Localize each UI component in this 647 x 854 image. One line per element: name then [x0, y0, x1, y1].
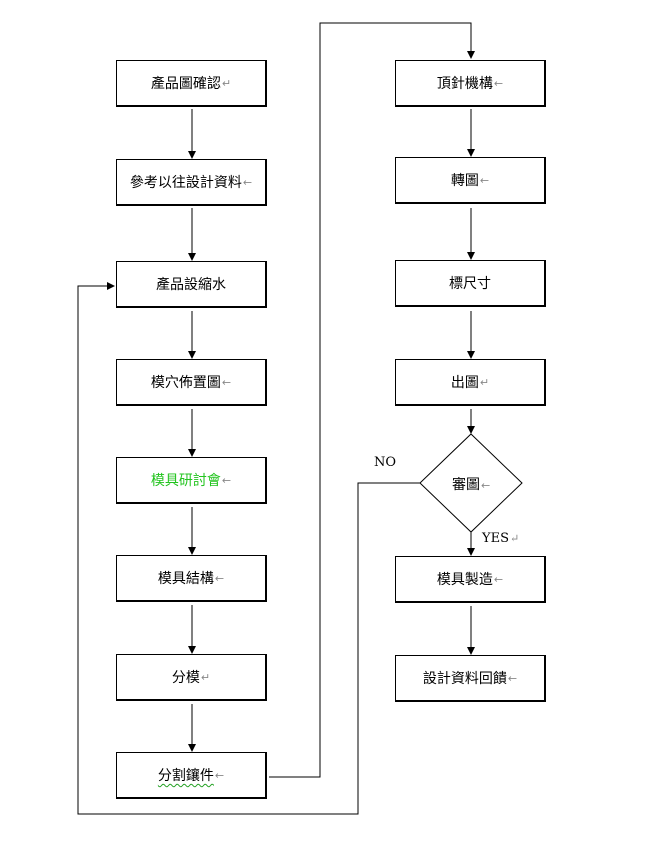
- yes-text: YES: [482, 531, 509, 546]
- connector-no-loop: [77, 282, 420, 815]
- step-split-inserts: 分割鑲件←: [116, 752, 267, 799]
- step-label: 設計資料回饋: [422, 671, 507, 687]
- connector-left-to-right: [269, 22, 475, 778]
- step-label: 模具製造: [436, 572, 493, 588]
- step-label: 分割鑲件: [157, 768, 214, 784]
- arrow-mark-icon: ←: [242, 175, 253, 189]
- step-transfer-drawing: 轉圖←: [395, 157, 546, 204]
- step-mold-structure: 模具結構←: [116, 555, 267, 602]
- arrow-mark-icon: ←: [221, 473, 232, 487]
- arrow-mark-icon: ←: [214, 571, 225, 585]
- step-label: 產品設縮水: [156, 277, 226, 293]
- step-label: 模具結構: [157, 571, 214, 587]
- decision-label: 審圖←: [452, 474, 490, 494]
- step-mold-manufacturing: 模具製造←: [395, 556, 546, 603]
- step-design-data-feedback: 設計資料回饋←: [395, 655, 546, 702]
- step-mold-review-meeting: 模具研討會←: [116, 457, 267, 504]
- arrow-mark-icon: ←: [221, 375, 232, 389]
- arrow-mark-icon: ←: [481, 479, 491, 492]
- step-label: 出圖: [450, 375, 479, 391]
- yes-branch-label: YES↵: [482, 531, 519, 546]
- step-label: 模穴佈置圖: [150, 375, 221, 391]
- step-label: 分模: [171, 670, 200, 686]
- step-label: 參考以往設計資料: [129, 175, 242, 191]
- step-product-drawing-confirm: 產品圖確認↵: [116, 60, 267, 107]
- step-label: 標尺寸: [449, 276, 491, 292]
- no-branch-label: NO: [374, 455, 397, 470]
- step-label: 模具研討會: [150, 473, 221, 489]
- return-mark-icon: ↵: [509, 532, 520, 545]
- return-mark-icon: ↵: [479, 375, 490, 389]
- step-label: 轉圖: [450, 173, 479, 189]
- step-ejector-mechanism: 頂針機構←: [395, 60, 546, 107]
- step-cavity-layout-drawing: 模穴佈置圖←: [116, 359, 267, 406]
- return-mark-icon: ↵: [221, 76, 232, 90]
- arrow-mark-icon: ←: [214, 768, 225, 782]
- step-label: 產品圖確認: [150, 76, 221, 92]
- decision-text: 審圖: [452, 477, 480, 493]
- step-reference-past-design-data: 參考以往設計資料←: [116, 159, 267, 206]
- arrow-mark-icon: ←: [479, 173, 490, 187]
- step-mold-splitting: 分模↵: [116, 654, 267, 701]
- step-drawing-output: 出圖↵: [395, 359, 546, 406]
- arrow-mark-icon: ←: [493, 76, 504, 90]
- step-product-shrinkage-setting: 產品設縮水: [116, 261, 267, 308]
- step-dimensioning: 標尺寸: [395, 260, 546, 307]
- arrow-mark-icon: ←: [493, 572, 504, 586]
- arrow-mark-icon: ←: [507, 671, 518, 685]
- return-mark-icon: ↵: [200, 670, 211, 684]
- step-label: 頂針機構: [436, 76, 493, 92]
